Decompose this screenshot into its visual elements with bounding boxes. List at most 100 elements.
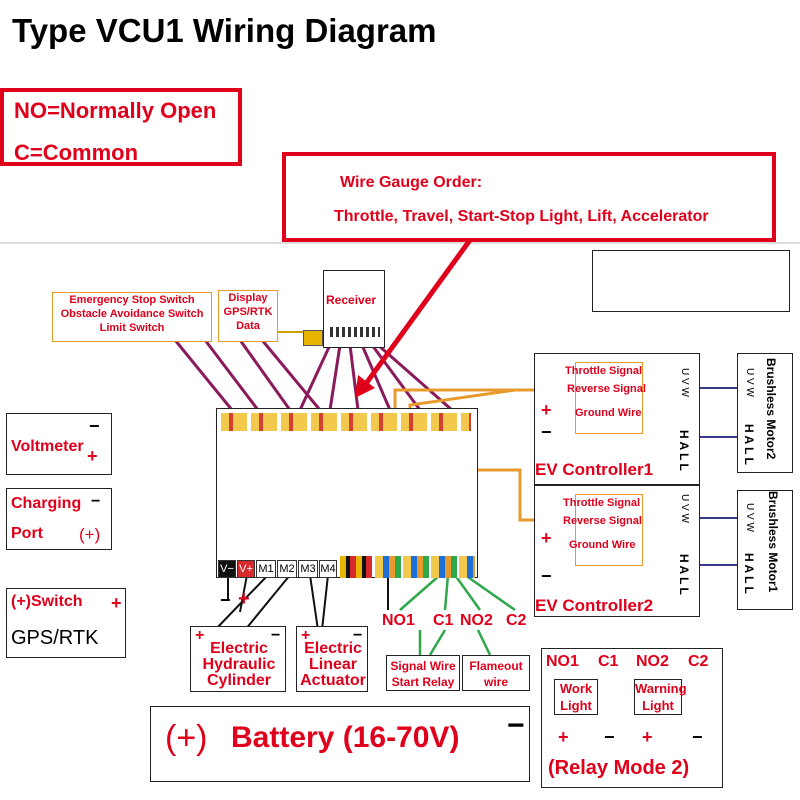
receiver-box: Receiver	[323, 270, 385, 348]
limit-switch-label: Limit Switch	[99, 322, 165, 334]
emergency-stop-label: Emergency Stop Switch	[69, 294, 195, 306]
linear-actuator-box: + − Electric Linear Actuator	[296, 626, 368, 692]
relay-mode-label: (Relay Mode 2)	[548, 757, 690, 779]
motor1-uvw: U V W	[744, 503, 755, 532]
vcu-terminal-m4: M4	[319, 560, 337, 578]
gauge-arrow	[362, 238, 473, 387]
battery-minus: −	[507, 709, 525, 742]
switches-box: Emergency Stop Switch Obstacle Avoidance…	[52, 292, 212, 342]
voltmeter-label: Voltmeter	[11, 438, 84, 455]
controller2-minus: −	[541, 566, 552, 586]
actuator-line2: Linear	[308, 656, 357, 673]
relay-mode-c1: C1	[598, 653, 619, 670]
warning-light-box: Warning Light	[634, 679, 687, 715]
vcu-top-connectors	[221, 413, 471, 431]
cylinder-plus: +	[195, 627, 205, 644]
work-plus: +	[558, 727, 569, 747]
work-minus: −	[604, 727, 615, 747]
port-minus: −	[91, 493, 101, 510]
controller1-signal-box	[575, 362, 643, 434]
gps-rtk-data-label: GPS/RTK	[223, 306, 273, 318]
motor2-label: Brushless Motor2	[764, 358, 778, 460]
page-title: Type VCU1 Wiring Diagram	[12, 12, 437, 49]
controller1-name: EV Controller1	[535, 460, 654, 479]
cylinder-minus: −	[271, 627, 281, 644]
vcu-terminal-m3: M3	[298, 560, 318, 578]
vcu-plus-sign: +	[238, 588, 250, 610]
battery-box: (+) Battery (16-70V) −	[150, 706, 530, 782]
controller2-uvw: U V W	[679, 494, 690, 523]
relay-mode-no1: NO1	[546, 653, 579, 670]
actuator-label: Electric Linear Actuator	[297, 641, 369, 689]
vcu-terminal-m2: M2	[277, 560, 297, 578]
controller1-plus: +	[541, 400, 552, 420]
port-label: Port	[11, 525, 43, 542]
controller2-hall: H A L L	[677, 554, 691, 595]
ev-controller-1: Throttle Signal Reverse Signal Ground Wi…	[534, 353, 700, 485]
cylinder-line2: Hydraulic	[202, 656, 276, 673]
voltmeter-plus: +	[87, 446, 98, 466]
signal-relay-box: Signal Wire Start Relay	[386, 655, 460, 691]
voltmeter-minus: −	[89, 416, 100, 436]
actuator-plus: +	[301, 627, 311, 644]
obstacle-avoidance-label: Obstacle Avoidance Switch	[60, 308, 204, 320]
battery-plus: (+)	[165, 719, 208, 757]
controller1-throttle: Throttle Signal	[565, 365, 642, 377]
relay-pin-c1: C1	[433, 612, 454, 629]
data-label: Data	[236, 320, 260, 332]
ev-controller-2: Throttle Signal Reverse Signal Ground Wi…	[534, 485, 700, 617]
battery-label: Battery (16-70V)	[231, 721, 460, 754]
motor-wires	[700, 387, 738, 566]
receiver-pins	[330, 327, 380, 337]
controller1-hall: H A L L	[677, 430, 691, 471]
vcu-relay-connector	[375, 556, 475, 578]
controller1-ground: Ground Wire	[575, 407, 642, 419]
gauge-order: Throttle, Travel, Start-Stop Light, Lift…	[334, 208, 709, 225]
relay-mode-c2: C2	[688, 653, 709, 670]
switch-plus: +	[111, 593, 122, 613]
warn-plus: +	[642, 727, 653, 747]
switch-label: (+)Switch	[11, 593, 83, 610]
signal-relay-line1: Signal Wire	[390, 659, 456, 673]
brushless-motor-2: U V W H A L L Brushless Motor2	[737, 353, 793, 473]
display-box: Display GPS/RTK Data	[218, 290, 278, 342]
legend-box: NO=Normally Open C=Common	[0, 88, 242, 166]
motor1-label: Brushless Motor1	[766, 491, 780, 593]
controller2-name: EV Controller2	[535, 596, 654, 615]
controller2-signal-box	[575, 494, 643, 566]
motor2-hall: H A L L	[742, 424, 756, 465]
cylinder-line1: Electric	[210, 640, 268, 657]
blank-box	[592, 250, 790, 312]
actuator-minus: −	[353, 627, 363, 644]
vcu-signal-connector	[340, 556, 372, 578]
motor1-hall: H A L L	[742, 553, 756, 594]
gauge-box: Wire Gauge Order: Throttle, Travel, Star…	[282, 152, 776, 242]
controller1-uvw: U V W	[679, 368, 690, 397]
controller2-throttle: Throttle Signal	[563, 497, 640, 509]
relay-wires	[399, 573, 516, 656]
controller2-plus: +	[541, 528, 552, 548]
controller1-minus: −	[541, 422, 552, 442]
controller2-ground: Ground Wire	[569, 539, 636, 551]
vcu-terminal-m1: M1	[256, 560, 276, 578]
vcu-minus-sign: −	[220, 590, 231, 610]
charging-port-box: Charging − Port (+)	[6, 488, 112, 550]
flameout-line1: Flameout	[469, 659, 523, 673]
work-light-line2: Light	[560, 698, 592, 713]
relay-pin-no1: NO1	[382, 612, 415, 629]
warning-light-line2: Light	[642, 698, 674, 713]
legend-c: C=Common	[14, 140, 139, 165]
display-label: Display	[228, 292, 268, 304]
actuator-line3: Actuator	[300, 672, 366, 689]
gauge-heading: Wire Gauge Order:	[340, 174, 483, 191]
brushless-motor-1: U V W H A L L Brushless Motor1	[737, 490, 793, 610]
gauge-arrow-head	[355, 375, 375, 398]
signal-relay-line2: Start Relay	[391, 675, 455, 689]
relay-mode-box: NO1 C1 NO2 C2 Work Light Warning Light +…	[541, 648, 723, 788]
controller2-reverse: Reverse Signal	[563, 515, 642, 527]
actuator-line1: Electric	[304, 640, 362, 657]
switch-gps-box: (+)Switch + GPS/RTK	[6, 588, 126, 658]
controller1-reverse: Reverse Signal	[567, 383, 646, 395]
cylinder-line3: Cylinder	[206, 672, 271, 689]
vcu-module	[216, 408, 478, 578]
